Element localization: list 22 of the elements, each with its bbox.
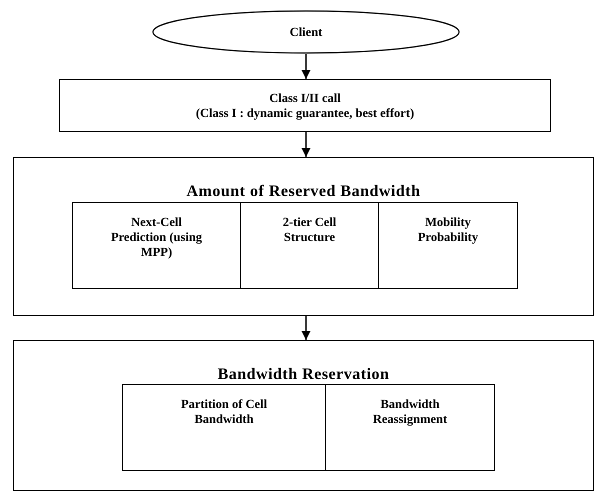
- group-heading: Amount of Reserved Bandwidth: [186, 184, 420, 199]
- node-label: Client: [290, 24, 322, 40]
- group-box: [13, 157, 594, 316]
- arrow: [302, 132, 310, 157]
- node-label: Partition of Cell Bandwidth: [180, 397, 268, 427]
- group-box: [13, 340, 594, 491]
- process-box: [59, 79, 551, 132]
- arrow: [302, 316, 310, 340]
- group-heading: Bandwidth Reservation: [218, 367, 390, 382]
- process-box: [72, 202, 241, 289]
- node-label: Bandwidth Reassignment: [372, 397, 448, 427]
- process-box: [241, 202, 379, 289]
- node-label: (Class I : dynamic guarantee, best effort): [196, 106, 414, 120]
- node-label: Class I/II call: [269, 90, 341, 106]
- arrow: [302, 54, 310, 79]
- node-label: 2-tier Cell Structure: [282, 215, 338, 245]
- process-box: [379, 202, 518, 289]
- node-label: Mobility Probability: [416, 215, 480, 245]
- process-box: [122, 384, 326, 471]
- process-box: [326, 384, 495, 471]
- node-label: Next-Cell Prediction (using MPP): [110, 215, 204, 260]
- terminal-ellipse: [152, 10, 460, 54]
